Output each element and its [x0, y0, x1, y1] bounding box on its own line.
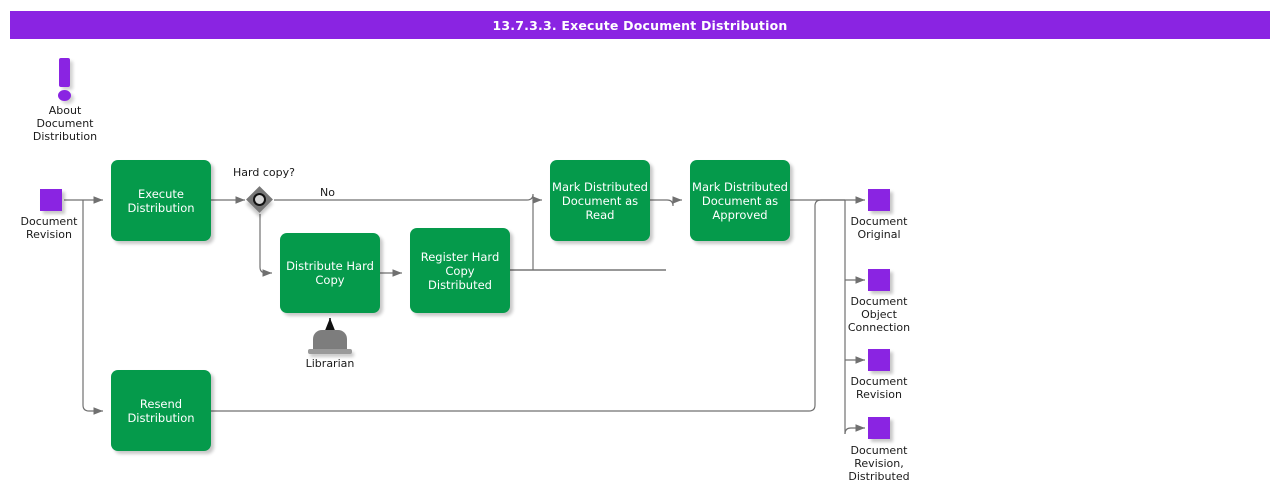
task-distribute-hard-copy[interactable]: Distribute Hard Copy	[280, 233, 380, 313]
label-document-revision-distributed: Document Revision, Distributed	[848, 444, 910, 483]
label-document-object-connection: Document Object Connection	[847, 295, 911, 334]
gateway-branch-no-label: No	[320, 186, 335, 199]
exclamation-icon	[52, 58, 78, 104]
data-object-document-revision-output[interactable]	[868, 349, 890, 371]
data-object-document-object-connection[interactable]	[868, 269, 890, 291]
data-object-document-revision-input[interactable]	[40, 189, 62, 211]
data-object-document-original[interactable]	[868, 189, 890, 211]
task-resend-distribution[interactable]: Resend Distribution	[111, 370, 211, 451]
gateway-hard-copy[interactable]	[246, 186, 273, 213]
page-title: 13.7.3.3. Execute Document Distribution	[492, 17, 788, 33]
label-document-revision-input: Document Revision	[20, 215, 78, 241]
page-title-bar: 13.7.3.3. Execute Document Distribution	[10, 11, 1270, 39]
gateway-ring-icon	[253, 193, 266, 206]
data-object-document-revision-distributed[interactable]	[868, 417, 890, 439]
annotation-label: About Document Distribution	[32, 104, 98, 143]
label-librarian: Librarian	[305, 357, 355, 370]
task-mark-distributed-document-as-approved[interactable]: Mark Distributed Document as Approved	[690, 160, 790, 241]
exclamation-bar	[59, 58, 70, 87]
role-base	[308, 349, 352, 354]
task-register-hard-copy-distributed[interactable]: Register Hard Copy Distributed	[410, 228, 510, 313]
role-head	[313, 330, 347, 351]
gateway-question-label: Hard copy?	[233, 166, 295, 179]
label-document-original: Document Original	[850, 215, 908, 241]
task-execute-distribution[interactable]: Execute Distribution	[111, 160, 211, 241]
role-librarian-icon[interactable]	[308, 330, 352, 356]
task-mark-distributed-document-as-read[interactable]: Mark Distributed Document as Read	[550, 160, 650, 241]
label-document-revision-output: Document Revision	[850, 375, 908, 401]
exclamation-dot	[58, 90, 71, 101]
